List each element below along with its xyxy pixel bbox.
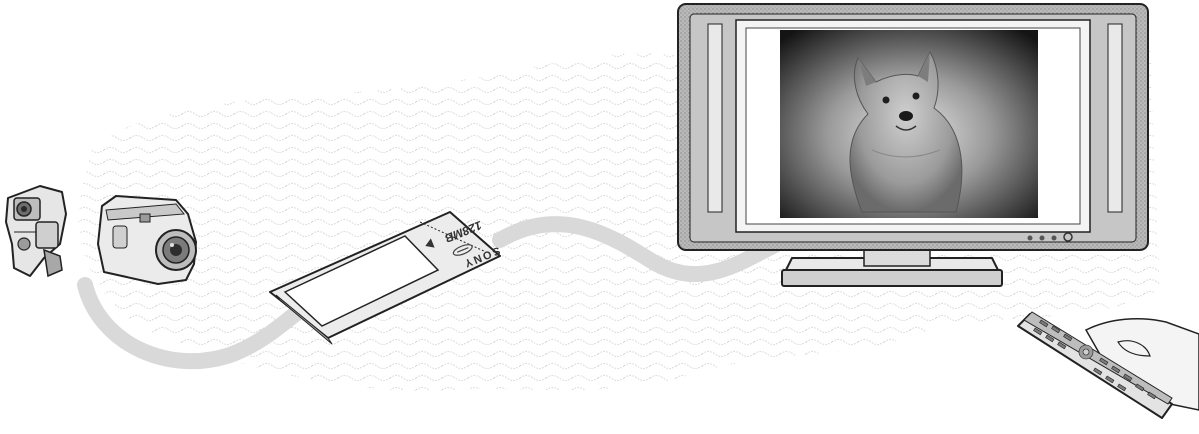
tv-screen-dog-photo — [780, 30, 1038, 218]
flat-panel-tv — [678, 4, 1148, 286]
digital-camera-icon — [98, 196, 196, 284]
remote-control-with-hand — [1018, 312, 1199, 418]
video-camera-icon — [6, 186, 66, 276]
